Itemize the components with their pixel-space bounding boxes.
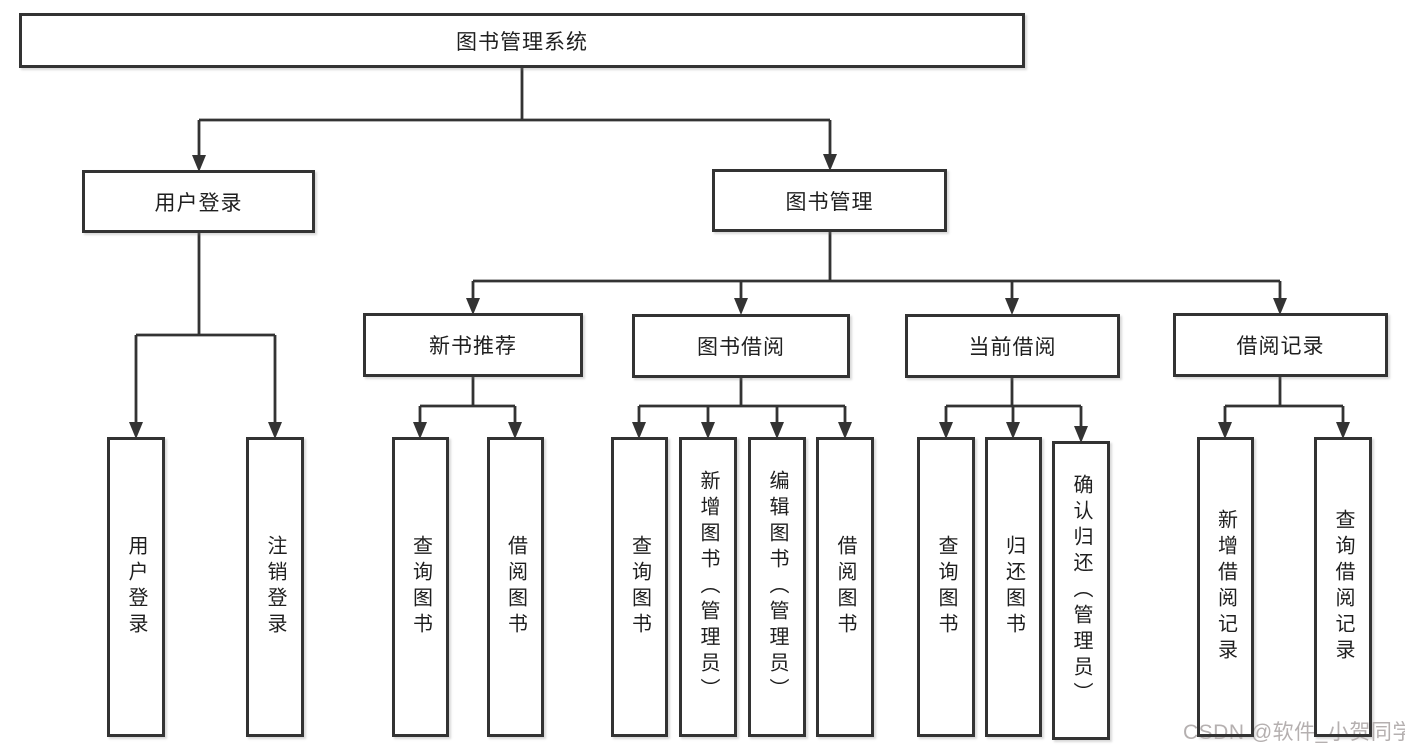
- node-return-books: 归还图书: [985, 437, 1042, 737]
- node-root: 图书管理系统: [19, 13, 1025, 68]
- node-borrow-records: 借阅记录: [1173, 313, 1388, 377]
- arrowheads: [129, 154, 1350, 443]
- node-query-books-borrow: 查询图书: [611, 437, 668, 737]
- node-user-login-action: 用户登录: [107, 437, 165, 737]
- node-book-management-label: 图书管理: [785, 190, 874, 214]
- node-root-label: 图书管理系统: [456, 30, 588, 54]
- node-new-book-recommend: 新书推荐: [363, 313, 583, 377]
- node-user-login-label: 用户登录: [154, 191, 243, 215]
- node-edit-books-admin: 编辑图书（管理员）: [748, 437, 806, 737]
- node-query-books-current: 查询图书: [917, 437, 975, 737]
- node-add-books-admin: 新增图书（管理员）: [679, 437, 737, 737]
- node-query-borrow-record: 查询借阅记录: [1314, 437, 1372, 737]
- node-user-login: 用户登录: [82, 170, 315, 233]
- node-current-borrow: 当前借阅: [905, 314, 1120, 378]
- node-confirm-return-admin: 确认归还（管理员）: [1052, 441, 1110, 740]
- node-borrow-books-borrow: 借阅图书: [816, 437, 874, 737]
- csdn-watermark: CSDN @软件_小贺同学: [1183, 721, 1405, 744]
- node-book-management: 图书管理: [712, 169, 947, 232]
- node-query-books-recommend: 查询图书: [392, 437, 449, 737]
- node-add-borrow-record: 新增借阅记录: [1197, 437, 1254, 737]
- node-borrow-books-recommend: 借阅图书: [487, 437, 544, 737]
- node-book-borrow: 图书借阅: [632, 314, 850, 378]
- node-logout: 注销登录: [246, 437, 304, 737]
